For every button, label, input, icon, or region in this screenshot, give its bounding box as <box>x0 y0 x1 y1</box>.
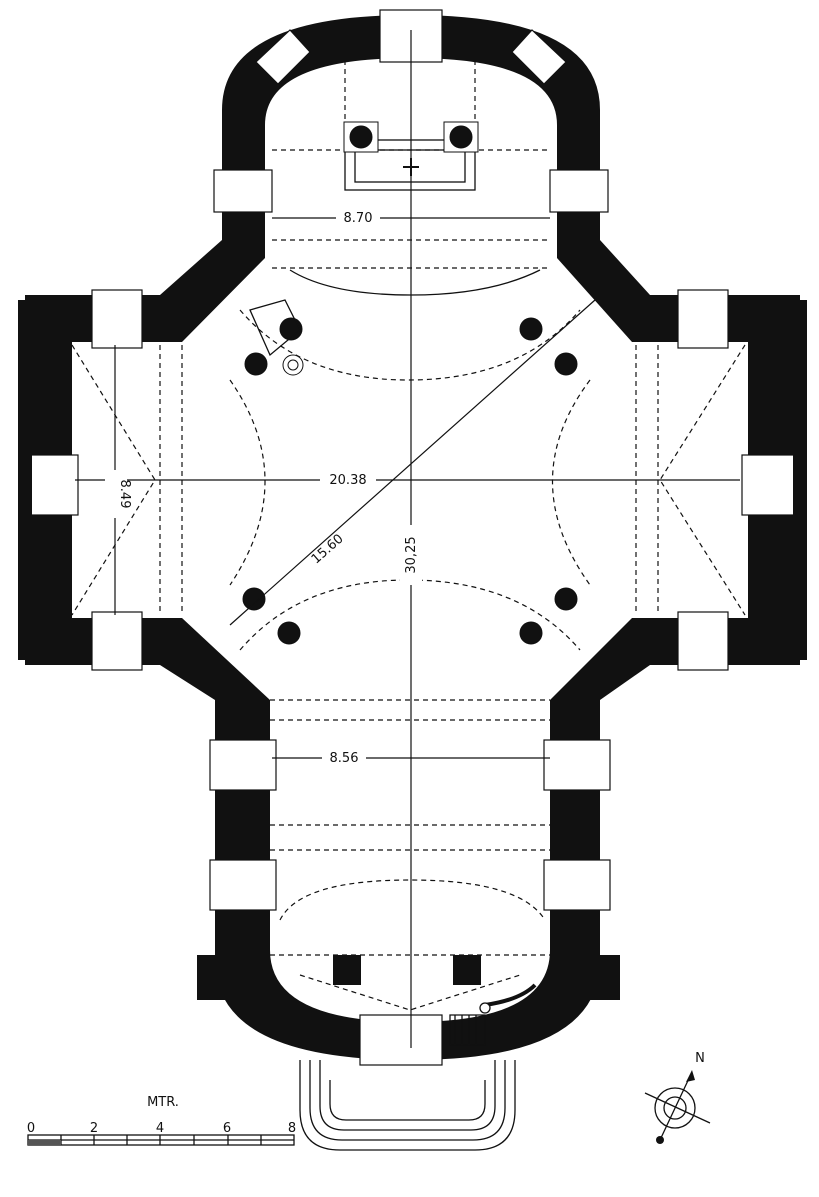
scale-tick: 6 <box>223 1121 231 1136</box>
scale-tick: 4 <box>156 1121 164 1136</box>
north-compass-icon: N <box>644 1051 711 1144</box>
dimension-choir-width: 8.70 <box>344 211 373 226</box>
buttresses <box>18 300 807 1000</box>
stairs <box>249 299 537 1046</box>
window-openings <box>19 9 801 1066</box>
outer-walls <box>25 15 800 1060</box>
entrance-steps <box>299 1060 516 1151</box>
scale-tick: 2 <box>90 1121 98 1136</box>
dimension-transept-length: 20.38 <box>329 473 366 488</box>
scale-tick: 8 <box>288 1121 296 1136</box>
column <box>242 121 578 645</box>
north-label: N <box>695 1051 705 1066</box>
dimension-lines <box>75 30 740 1048</box>
scale-unit: MTR. <box>147 1095 179 1110</box>
dimension-transept-width: 8.49 <box>117 480 132 509</box>
scale-tick: 0 <box>27 1121 35 1136</box>
dimension-nave-width: 8.56 <box>330 751 359 766</box>
dimension-total-length: 30,25 <box>404 536 419 573</box>
choir-step <box>289 269 541 296</box>
columns <box>242 121 578 985</box>
scale-bar: MTR. 0 2 4 6 8 <box>27 1095 296 1146</box>
